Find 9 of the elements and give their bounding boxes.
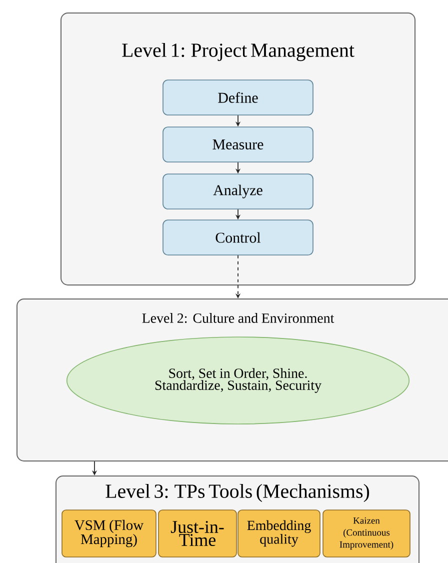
process-box: Define	[162, 80, 314, 116]
tool-box: Just-in-Time	[158, 510, 237, 558]
tool-box: Kaizen (Continuous Improvement)	[322, 510, 410, 558]
tool-box: Embedding quality	[238, 510, 320, 558]
process-box: Analyze	[162, 174, 314, 210]
ellipse-node: Sort, Set in Order, Shine. Standardize, Sustain, Security	[66, 336, 410, 424]
process-box: Measure	[162, 126, 314, 162]
tool-box: VSM (Flow Mapping)	[62, 510, 156, 558]
process-box: Control	[162, 220, 314, 256]
